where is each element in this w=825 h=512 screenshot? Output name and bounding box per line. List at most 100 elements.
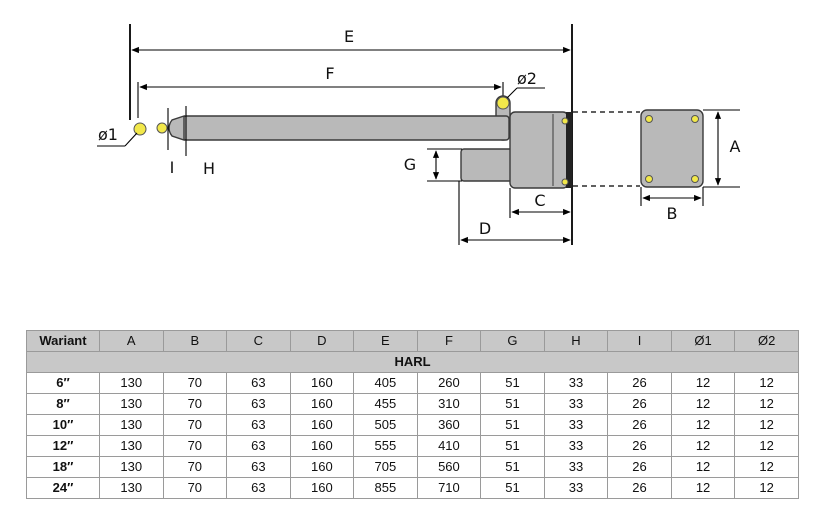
value-cell: 12 (734, 372, 799, 394)
value-cell: 12 (670, 393, 736, 415)
value-cell: 51 (480, 393, 545, 415)
flange-end-view (640, 109, 704, 188)
value-cell: 455 (353, 393, 418, 415)
value-cell: 33 (543, 393, 609, 415)
diameter-1-callout: ø1 (97, 125, 138, 147)
value-cell: 410 (416, 435, 482, 457)
value-cell: 26 (607, 393, 672, 415)
value-cell: 70 (162, 393, 228, 415)
value-cell: 555 (353, 435, 418, 457)
label-I: I (170, 158, 175, 177)
value-cell: 12 (670, 414, 736, 436)
value-cell: 63 (226, 414, 291, 436)
label-A: A (730, 137, 741, 156)
value-cell: 12 (734, 393, 799, 415)
value-cell: 63 (226, 456, 291, 478)
gearbox-housing (509, 111, 569, 189)
dimension-B: B (640, 187, 704, 223)
value-cell: 51 (480, 372, 545, 394)
value-cell: 26 (607, 477, 672, 499)
value-cell: 130 (99, 414, 164, 436)
motor-housing (460, 148, 515, 182)
value-cell: 51 (480, 414, 545, 436)
column-header: Ø2 (734, 330, 799, 352)
value-cell: 160 (289, 435, 355, 457)
value-cell: 12 (734, 456, 799, 478)
variant-cell: 12″ (26, 435, 100, 457)
diameter-2-callout: ø2 (506, 69, 545, 99)
flange-bolt (645, 175, 653, 183)
front-pivot-pin (156, 122, 168, 134)
label-G: G (404, 155, 416, 174)
value-cell: 70 (162, 435, 228, 457)
column-header: D (289, 330, 355, 352)
value-cell: 710 (416, 477, 482, 499)
flange-bolt (691, 175, 699, 183)
column-header: E (353, 330, 418, 352)
group-label: HARL (26, 351, 799, 373)
value-cell: 70 (162, 414, 228, 436)
value-cell: 26 (607, 435, 672, 457)
value-cell: 130 (99, 393, 164, 415)
value-cell: 260 (416, 372, 482, 394)
value-cell: 63 (226, 435, 291, 457)
column-header: I (607, 330, 672, 352)
value-cell: 560 (416, 456, 482, 478)
value-cell: 405 (353, 372, 418, 394)
value-cell: 70 (162, 477, 228, 499)
label-B: B (667, 204, 678, 223)
mounting-flange (566, 112, 572, 188)
value-cell: 160 (289, 414, 355, 436)
value-cell: 51 (480, 477, 545, 499)
table-group-row: HARL (26, 351, 799, 373)
flange-bolt (561, 117, 569, 125)
value-cell: 63 (226, 372, 291, 394)
front-eye-bolt (133, 122, 147, 136)
dimension-C: C (509, 188, 571, 218)
value-cell: 160 (289, 456, 355, 478)
value-cell: 12 (670, 456, 736, 478)
dimension-I-H: I H (167, 106, 215, 178)
actuator-body (133, 95, 572, 189)
value-cell: 33 (543, 372, 609, 394)
column-header: Ø1 (670, 330, 736, 352)
value-cell: 12 (734, 414, 799, 436)
dimension-A: A (703, 109, 741, 188)
value-cell: 855 (353, 477, 418, 499)
dimension-F: F (137, 64, 504, 118)
variant-cell: 18″ (26, 456, 100, 478)
value-cell: 160 (289, 393, 355, 415)
label-D: D (479, 219, 491, 238)
column-header: C (226, 330, 291, 352)
label-E: E (344, 27, 354, 46)
value-cell: 130 (99, 456, 164, 478)
value-cell: 12 (734, 435, 799, 457)
value-cell: 33 (543, 414, 609, 436)
dimension-D: D (458, 181, 571, 245)
label-phi2: ø2 (517, 69, 537, 88)
value-cell: 33 (543, 456, 609, 478)
value-cell: 26 (607, 372, 672, 394)
value-cell: 63 (226, 477, 291, 499)
label-F: F (325, 64, 334, 83)
column-header: Wariant (26, 330, 100, 352)
variant-cell: 6″ (26, 372, 100, 394)
value-cell: 12 (734, 477, 799, 499)
dimension-G: G (404, 148, 462, 182)
value-cell: 26 (607, 414, 672, 436)
value-cell: 130 (99, 372, 164, 394)
value-cell: 70 (162, 372, 228, 394)
value-cell: 33 (543, 477, 609, 499)
label-phi1: ø1 (98, 125, 118, 144)
rear-eye-bolt (496, 96, 510, 110)
column-header: F (416, 330, 482, 352)
value-cell: 505 (353, 414, 418, 436)
column-header: A (99, 330, 164, 352)
variant-cell: 24″ (26, 477, 100, 499)
flange-bolt (561, 178, 569, 186)
value-cell: 51 (480, 456, 545, 478)
